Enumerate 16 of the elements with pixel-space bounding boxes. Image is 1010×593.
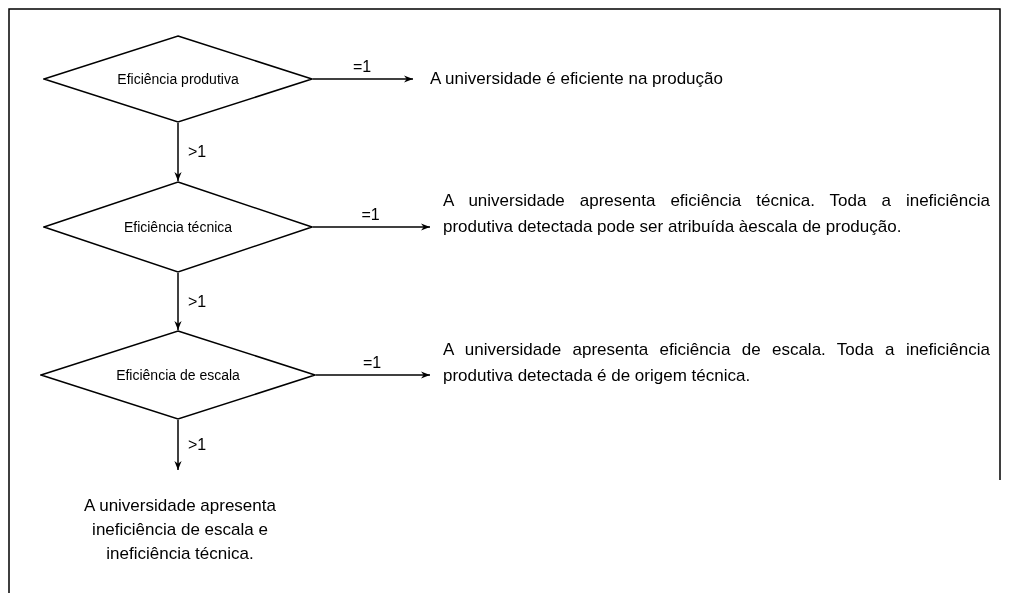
outcome-text: A universidade apresenta eficiência técnica. Toda a ineficiência produtiva detectada pode ser atribuída àescala de produção. [430,188,990,268]
outcome-text: A universidade apresenta eficiência de escala. Toda a ineficiência produtiva detectada é de origem técnica. [430,337,990,417]
arrow [174,272,182,331]
arrow [312,223,431,231]
decision-diamond [40,330,316,420]
decision-diamond [43,35,313,123]
decision-label: Eficiência produtiva [116,71,240,87]
decision-label: Eficiência de escala [115,367,241,383]
decision-label: Eficiência técnica [122,219,234,235]
decision-diamond [43,181,313,273]
arrow [174,122,182,182]
arrow [315,371,431,379]
outcome-text: A universidade apresenta ineficiência de escala e ineficiência técnica. [60,470,300,580]
arrow [174,419,182,471]
arrow [312,75,414,83]
outcome-text: A universidade é eficiente na produção [413,66,973,92]
